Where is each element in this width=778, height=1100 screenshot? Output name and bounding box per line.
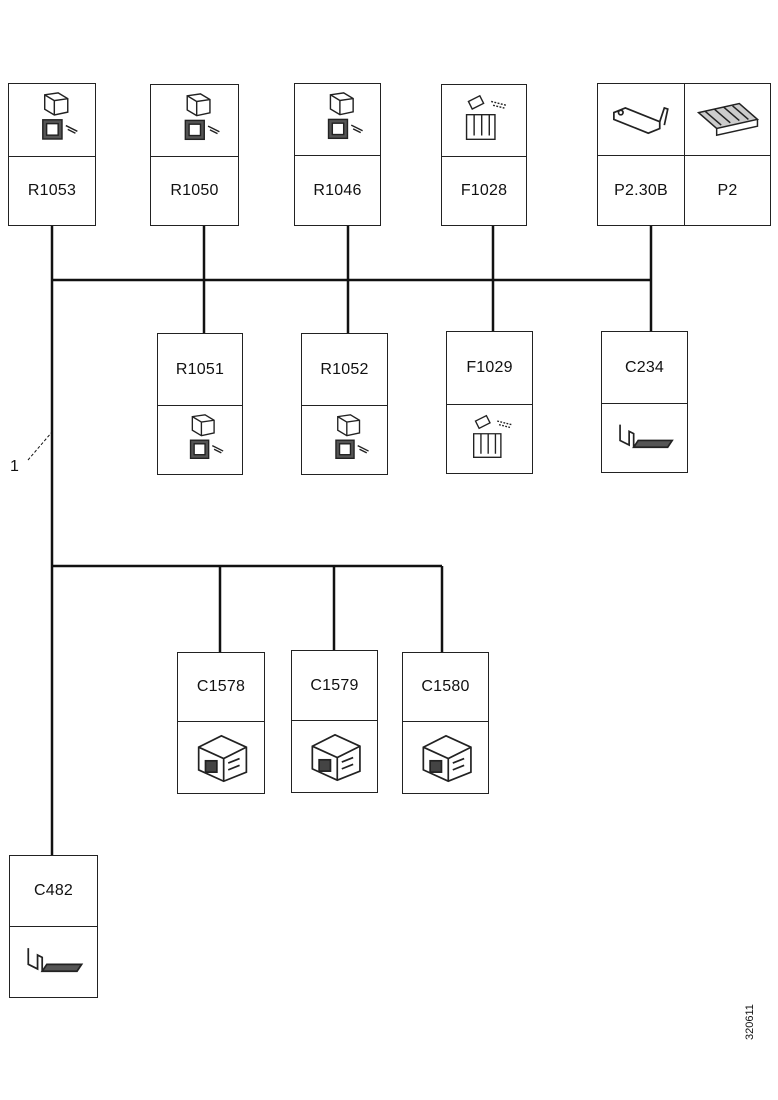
reference-code: 320611 [744, 1004, 756, 1040]
component-label: C1578 [196, 678, 246, 695]
component-label: C1580 [421, 678, 470, 695]
connector-housing-icon [403, 721, 488, 793]
component-label: C1579 [310, 676, 359, 694]
component-label: P2.30B [598, 155, 684, 225]
component-r1052: R1052 [301, 333, 388, 475]
relay-icon [9, 84, 95, 156]
terminal-icon [10, 926, 97, 997]
relay-icon [158, 405, 242, 474]
component-p2-30b: P2.30B [597, 83, 685, 226]
component-label: F1029 [466, 359, 513, 376]
component-f1029: F1029 [446, 331, 533, 474]
component-label: C234 [624, 358, 665, 376]
component-c1578: C1578 [177, 652, 265, 794]
fuse-holder-icon [442, 85, 526, 156]
relay-icon [295, 84, 380, 155]
component-c482: C482 [9, 855, 98, 998]
connector-housing-icon [292, 720, 377, 792]
component-p2: P2 [684, 83, 771, 226]
component-label: R1051 [175, 360, 225, 378]
component-r1050: R1050 [150, 84, 239, 226]
terminal-icon [602, 403, 687, 472]
component-label: R1052 [320, 360, 369, 378]
terminal-strip-icon [685, 84, 770, 155]
callout-label: 1 [10, 458, 19, 475]
component-c1579: C1579 [291, 650, 378, 793]
component-f1028: F1028 [441, 84, 527, 226]
terminal-icon [598, 84, 684, 155]
component-r1053: R1053 [8, 83, 96, 226]
component-label: F1028 [442, 156, 526, 225]
relay-icon [151, 85, 238, 156]
component-c1580: C1580 [402, 652, 489, 794]
component-label: R1050 [151, 156, 238, 225]
component-r1046: R1046 [294, 83, 381, 226]
component-label: R1053 [9, 156, 95, 225]
relay-icon [302, 405, 387, 474]
component-label: C482 [33, 882, 74, 899]
component-r1051: R1051 [157, 333, 243, 475]
component-c234: C234 [601, 331, 688, 473]
fuse-holder-icon [447, 404, 532, 473]
component-label: P2 [685, 155, 770, 225]
component-label: R1046 [295, 155, 380, 225]
connector-housing-icon [178, 721, 264, 793]
